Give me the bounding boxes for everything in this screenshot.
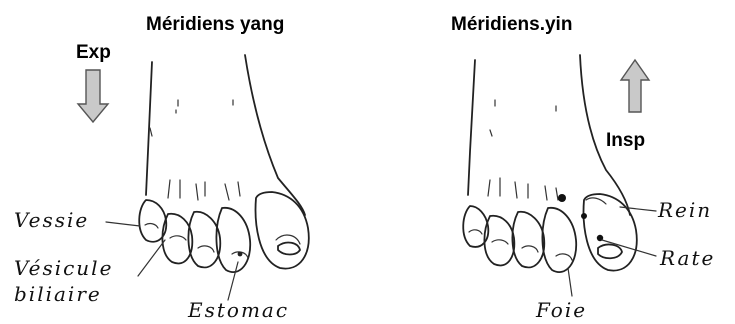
yang-meridians-title: Méridiens yang (146, 14, 284, 36)
arrow-up-icon (621, 60, 649, 112)
label-vessie: Vessie (14, 208, 89, 232)
label-vesicule: Vésicule (14, 256, 113, 280)
label-estomac: Estomac (188, 298, 289, 322)
arrow-down-icon (78, 70, 108, 122)
exp-label: Exp (76, 42, 111, 64)
label-rein: Rein (658, 198, 712, 222)
right-foot-drawing (463, 55, 656, 296)
label-foie: Foie (536, 298, 587, 322)
label-rate: Rate (660, 246, 715, 270)
yin-meridians-title: Méridiens.yin (451, 14, 572, 36)
label-biliaire: biliaire (14, 282, 102, 306)
left-foot-drawing (106, 55, 309, 300)
insp-label: Insp (606, 130, 645, 152)
